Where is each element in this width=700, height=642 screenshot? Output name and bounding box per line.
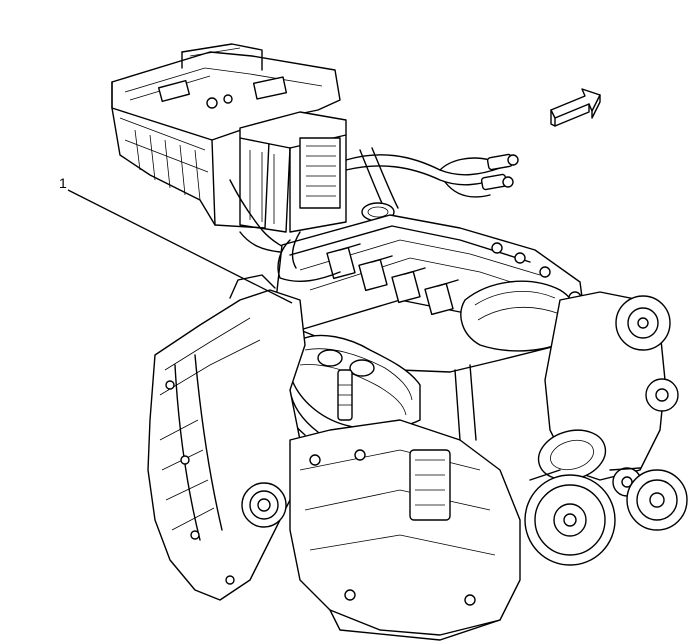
direction-arrow-icon	[550, 88, 601, 127]
fuse-block	[111, 43, 341, 229]
battery	[239, 111, 347, 233]
engine-top-cover	[275, 214, 586, 373]
engine-block	[289, 364, 521, 641]
exhaust-manifold	[257, 329, 421, 436]
callout-1-leader	[67, 189, 293, 304]
transaxle	[147, 274, 306, 601]
accessory-drive	[524, 291, 688, 566]
callout-1-label: 1	[59, 175, 67, 191]
